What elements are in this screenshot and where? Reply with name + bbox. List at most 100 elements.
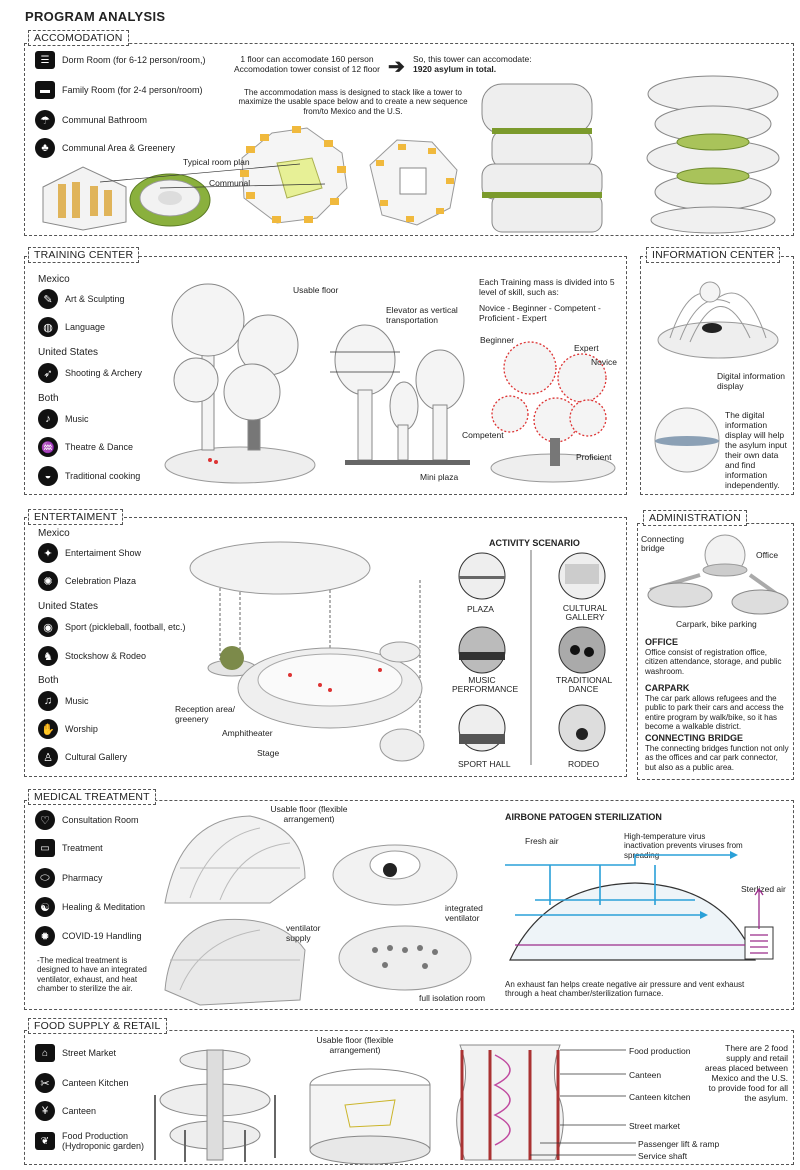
capacity-line-2: Accomodation tower consist of 12 floor bbox=[234, 64, 380, 75]
training-section-drawing bbox=[330, 324, 470, 465]
hospital-bed-icon: ▭ bbox=[35, 839, 55, 857]
skill-label-competent: Competent bbox=[462, 430, 504, 440]
food-item-label: Canteen bbox=[62, 1106, 97, 1116]
med-item-label: Consultation Room bbox=[62, 815, 139, 825]
accom-stack-drawing bbox=[646, 75, 780, 234]
food-label-street-market: Street market bbox=[629, 1121, 681, 1131]
ball-icon: ◉ bbox=[38, 617, 58, 637]
accom-description: The accommodation mass is designed to st… bbox=[238, 88, 468, 116]
scenario-label-sport: SPORT HALL bbox=[458, 759, 511, 769]
med-item-label: COVID-19 Handling bbox=[62, 931, 142, 941]
ent-group-mexico: Mexico bbox=[38, 528, 70, 539]
ent-item-label: Entertaiment Show bbox=[65, 548, 142, 558]
accom-item-family: ▬ Family Room (for 2-4 person/room) bbox=[35, 81, 203, 99]
accom-item-communal: ♣ Communal Area & Greenery bbox=[35, 138, 175, 158]
food-item-production: ❦ Food Production (Hydroponic garden) bbox=[35, 1131, 172, 1152]
food-section-drawing bbox=[456, 1044, 564, 1161]
result-text: So, this tower can accomodate: 1920 asyl… bbox=[413, 54, 553, 74]
ent-item-show: ✦ Entertaiment Show bbox=[38, 543, 141, 563]
arrow-right-icon: ➔ bbox=[388, 56, 405, 78]
plant-icon: ❦ bbox=[35, 1132, 55, 1151]
food-label-service-shaft: Service shaft bbox=[638, 1151, 688, 1161]
skill-label-beginner: Beginner bbox=[480, 335, 515, 345]
label-digital-display: Digital information display bbox=[717, 371, 786, 391]
med-item-label: Pharmacy bbox=[62, 873, 103, 883]
label-food-usable: Usable floor (flexible arrangement) bbox=[316, 1035, 394, 1055]
medical-dome-bottom-drawing bbox=[164, 918, 306, 1006]
capacity-line-1: 1 floor can accomodate 160 person bbox=[240, 54, 374, 64]
food-item-kitchen: ✂ Canteen Kitchen bbox=[35, 1073, 129, 1093]
info-sphere-drawing bbox=[654, 407, 720, 473]
palette-icon: ✎ bbox=[38, 289, 58, 309]
entertainment-section bbox=[24, 517, 627, 777]
show-icon: ✦ bbox=[38, 543, 58, 563]
med-item-consultation: ♡ Consultation Room bbox=[35, 810, 139, 830]
label-sterilized-air: Sterlized air bbox=[741, 884, 786, 894]
carpark-heading: CARPARK bbox=[645, 683, 690, 693]
entertainment-tag: ENTERTAIMENT bbox=[28, 509, 124, 525]
training-group-both: Both bbox=[38, 393, 59, 404]
label-ventilator-supply: ventilator supply bbox=[286, 923, 321, 943]
bed-icon: ▬ bbox=[35, 81, 55, 99]
med-item-pharmacy: ⬭ Pharmacy bbox=[35, 868, 103, 888]
capacity-text: 1 floor can accomodate 160 person Accomo… bbox=[232, 54, 382, 74]
food-label-canteen-kitchen: Canteen kitchen bbox=[629, 1092, 691, 1102]
second-plan-drawing bbox=[369, 139, 458, 226]
sterilization-title: AIRBONE PATOGEN STERILIZATION bbox=[505, 812, 662, 822]
training-item-label: Music bbox=[65, 414, 89, 424]
label-reception: Reception area/ greenery bbox=[175, 704, 236, 724]
administration-tag: ADMINISTRATION bbox=[643, 510, 747, 526]
med-item-healing: ☯ Healing & Meditation bbox=[35, 897, 145, 917]
medical-tag: MEDICAL TREATMENT bbox=[28, 789, 156, 805]
cutlery-icon: ¥ bbox=[35, 1101, 55, 1121]
shower-icon: ☂ bbox=[35, 110, 55, 130]
label-med-usable: Usable floor (flexible arrangement) bbox=[270, 804, 348, 824]
med-item-treatment: ▭ Treatment bbox=[35, 839, 103, 857]
celebration-icon: ✺ bbox=[38, 571, 58, 591]
result-line-1: So, this tower can accomodate: bbox=[413, 54, 532, 64]
skill-text-line-1: Each Training mass is divided into 5 lev… bbox=[479, 277, 615, 298]
ent-group-us: United States bbox=[38, 601, 99, 612]
training-item-label: Theatre & Dance bbox=[65, 442, 134, 452]
food-tag: FOOD SUPPLY & RETAIL bbox=[28, 1018, 167, 1034]
horse-icon: ♞ bbox=[38, 646, 58, 666]
label-integrated-ventilator: integrated ventilator bbox=[445, 903, 483, 923]
training-masses-drawing bbox=[164, 283, 316, 484]
label-elevator: Elevator as vertical transportation bbox=[386, 305, 458, 325]
med-item-covid: ✹ COVID-19 Handling bbox=[35, 926, 142, 946]
ent-item-worship: ✋ Worship bbox=[38, 719, 98, 739]
result-line-2: 1920 asylum in total. bbox=[413, 64, 497, 75]
accom-item-label: Communal Area & Greenery bbox=[62, 143, 176, 153]
medical-description: -The medical treatment is designed to ha… bbox=[37, 956, 147, 994]
market-icon: ⌂ bbox=[35, 1044, 55, 1062]
label-isolation-room: full isolation room bbox=[419, 993, 486, 1003]
medical-plan-top-drawing bbox=[332, 844, 458, 906]
label-fresh-air: Fresh air bbox=[525, 836, 559, 846]
meditation-icon: ☯ bbox=[35, 897, 55, 917]
accom-item-label: Communal Bathroom bbox=[62, 115, 148, 125]
exhaust-text: An exhaust fan helps create negative air… bbox=[505, 980, 745, 999]
training-section bbox=[24, 256, 627, 495]
label-carpark: Carpark, bike parking bbox=[676, 619, 757, 629]
label-communal: Communal bbox=[209, 178, 251, 188]
bridge-text: The connecting bridges function not only… bbox=[645, 744, 789, 772]
stethoscope-icon: ♡ bbox=[35, 810, 55, 830]
ent-item-label: Celebration Plaza bbox=[65, 576, 137, 586]
training-item-language: ◍ Language bbox=[38, 317, 105, 337]
scenario-label-rodeo: RODEO bbox=[568, 759, 600, 769]
skill-label-proficient: Proficient bbox=[576, 452, 612, 462]
page-title: PROGRAM ANALYSIS bbox=[25, 9, 166, 24]
pot-icon: ◒ bbox=[38, 466, 58, 486]
praying-hands-icon: ✋ bbox=[38, 719, 58, 739]
ent-group-both: Both bbox=[38, 675, 59, 686]
food-item-label: Canteen Kitchen bbox=[62, 1078, 129, 1088]
label-office: Office bbox=[756, 550, 779, 560]
label-mini-plaza: Mini plaza bbox=[420, 472, 459, 482]
info-dome-drawing bbox=[657, 281, 779, 359]
skill-label-novice: Novice bbox=[591, 357, 617, 367]
food-section bbox=[24, 1030, 794, 1165]
accom-leader-lines bbox=[99, 163, 326, 189]
info-description: The digital information display will hel… bbox=[725, 410, 787, 491]
training-item-shooting: ➶ Shooting & Archery bbox=[38, 363, 142, 383]
